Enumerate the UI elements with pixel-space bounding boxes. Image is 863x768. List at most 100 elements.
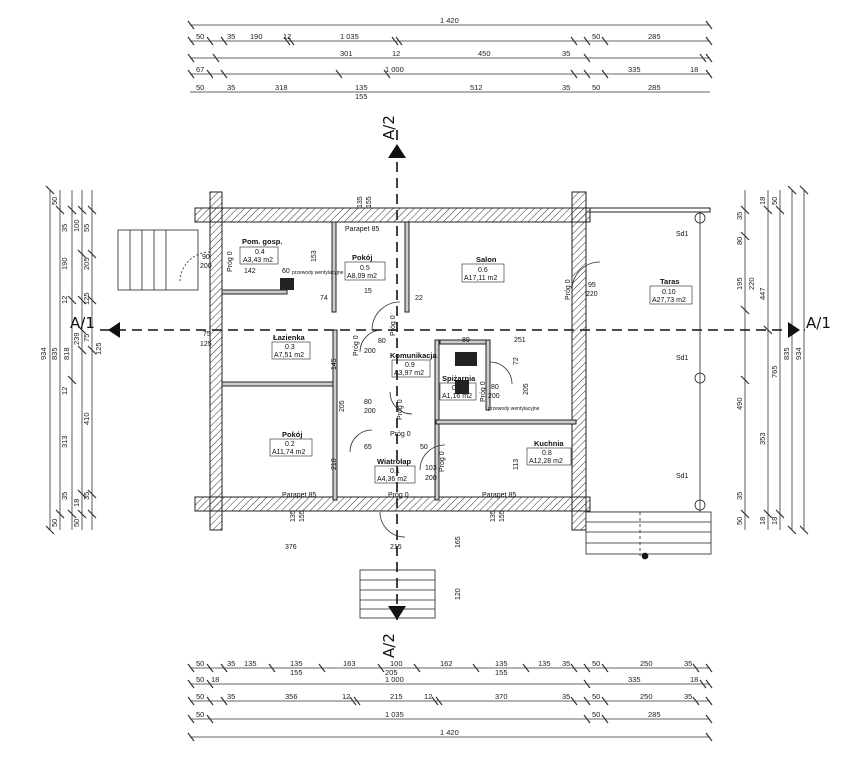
- plan-text: 0.10: [662, 289, 676, 296]
- right-490: 490: [735, 397, 744, 410]
- right-447: 447: [758, 287, 767, 300]
- column-icon-3: [694, 499, 706, 511]
- bot-r3-c: 356: [285, 692, 298, 701]
- dim-60: 60: [282, 268, 290, 275]
- room-wiatrolap: Wiatrołap 0.1 A4,36 m2: [374, 457, 416, 484]
- right-50b: 50: [770, 197, 779, 205]
- plan-text: 0.6: [478, 267, 488, 274]
- top-r2-h: 35: [562, 49, 570, 58]
- dim-215: 215: [390, 544, 402, 551]
- entry-steps: [359, 569, 436, 619]
- bot-r4-d: 285: [648, 710, 661, 719]
- right-934: 934: [794, 347, 803, 360]
- section-label-a2-bottom: A/2: [380, 633, 398, 658]
- bot-r1-l: 250: [640, 659, 653, 668]
- section-label-a2-top: A/2: [380, 115, 398, 140]
- left-835: 835: [50, 347, 59, 360]
- dim-65: 65: [364, 444, 372, 451]
- dim-89: 89: [462, 337, 470, 344]
- plan-text: Pokój: [352, 253, 372, 262]
- bot-r1-sub-b: 205: [385, 668, 398, 677]
- dim-113: 113: [513, 459, 520, 470]
- dim-74: 74: [320, 295, 328, 302]
- bot-r1-d: 135: [290, 659, 303, 668]
- room-pokoj-bottom: Pokój 0.2 A11,74 m2: [269, 430, 313, 457]
- door-swings: [349, 261, 601, 538]
- plan-text: Salon: [476, 255, 497, 264]
- wall-right: [571, 191, 587, 531]
- top-r3-d: 18: [690, 65, 698, 74]
- dim-145: 145: [331, 358, 338, 370]
- left-410: 410: [82, 412, 91, 425]
- door-80-a: 80: [378, 338, 386, 345]
- plan-text: 0.9: [405, 362, 415, 369]
- left-12b: 12: [60, 387, 69, 395]
- right-dimension-text: 934 835 765 447 35 80 195 220 490 353 35…: [735, 197, 803, 525]
- top-r4-b: 35: [227, 83, 235, 92]
- wall-bottom: [194, 496, 591, 512]
- left-35: 35: [60, 224, 69, 232]
- door-200-b: 200: [364, 348, 376, 355]
- bot-r3-f: 12: [424, 692, 432, 701]
- plan-text: 0.5: [360, 265, 370, 272]
- room-pokoj-top: Pokój 0.5 A8,09 m2: [344, 253, 386, 281]
- partition-hall-west: [332, 329, 338, 501]
- dim-15: 15: [364, 288, 372, 295]
- terrace-edge-top: [589, 207, 711, 213]
- right-35b: 35: [735, 492, 744, 500]
- top-r2-a: 50: [196, 32, 204, 41]
- top-r2-j: 285: [648, 32, 661, 41]
- left-125: 125: [82, 292, 91, 305]
- dim-142: 142: [244, 268, 256, 275]
- top-r2-d: 12: [283, 32, 291, 41]
- partition-pokoj-east: [404, 221, 410, 313]
- sd1-label-2: Sd1: [676, 355, 689, 362]
- dim-205-a: 205: [339, 400, 346, 412]
- left-outside-stair: [117, 229, 211, 291]
- door-200-e: 200: [425, 475, 437, 482]
- win-135-b: 135: [490, 510, 497, 522]
- plan-text: 0.8: [542, 450, 552, 457]
- dim-205-b: 205: [523, 383, 530, 395]
- section-line-a1: A/1 A/1: [70, 314, 831, 338]
- sd1-label-1: Sd1: [676, 231, 689, 238]
- prog-lazienka: Próg 0: [353, 335, 360, 356]
- win-135-a: 135: [290, 510, 297, 522]
- bot-r1-h: 135: [495, 659, 508, 668]
- plan-text: Kuchnia: [534, 439, 564, 448]
- plan-text: A1,16 m2: [442, 393, 472, 400]
- plan-text: Spiżarnia: [442, 374, 476, 383]
- top-r3-b: 1 000: [385, 65, 404, 74]
- plan-text: A8,09 m2: [347, 273, 377, 280]
- right-18c: 18: [770, 517, 779, 525]
- walls: [194, 191, 711, 531]
- section-arrow-bottom-icon: [388, 606, 406, 620]
- top-r3-a: 67: [196, 65, 204, 74]
- plan-text: 0.7: [452, 385, 462, 392]
- plan-text: 0.1: [390, 468, 400, 475]
- top-r4-sub: 155: [355, 92, 368, 101]
- bot-r1-c: 135: [244, 659, 257, 668]
- win-125: 125: [200, 341, 212, 348]
- right-220: 220: [747, 277, 756, 290]
- room-salon: Salon 0.6 A17,11 m2: [461, 255, 505, 283]
- section-arrow-right-icon: [788, 322, 800, 338]
- bot-total-1420: 1 420: [440, 728, 459, 737]
- left-18: 18: [72, 499, 81, 507]
- step-marker-icon: [641, 552, 649, 560]
- room-kuchnia: Kuchnia 0.8 A12,28 m2: [526, 439, 572, 466]
- win-155-b: 155: [499, 510, 506, 522]
- top-r2-c: 190: [250, 32, 263, 41]
- dim-50: 50: [420, 444, 428, 451]
- top-r2-total: 1 035: [340, 32, 359, 41]
- top-r2-i: 50: [592, 32, 600, 41]
- win-155-a: 155: [299, 510, 306, 522]
- door-103: 103: [425, 465, 437, 472]
- parapet-bottom-right: Parapet 85: [482, 492, 516, 499]
- plan-text: Łazienka: [273, 333, 306, 342]
- bot-r1-i: 135: [538, 659, 551, 668]
- plan-text: A4,36 m2: [377, 476, 407, 483]
- bottom-dimension-chains: [187, 663, 713, 742]
- plan-text: A11,74 m2: [272, 449, 305, 456]
- dim-120: 120: [455, 588, 462, 600]
